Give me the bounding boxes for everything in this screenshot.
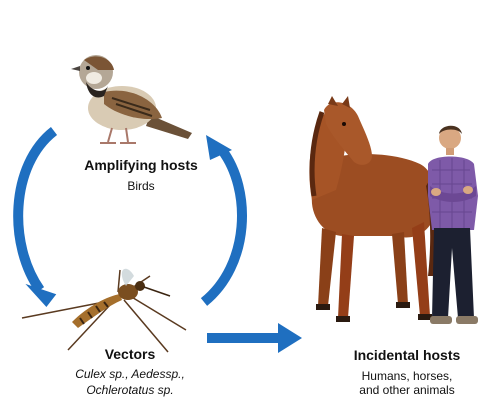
incidental-hosts-subtitle-line2: and other animals (332, 383, 482, 397)
arrow-vectors-to-incidental (207, 323, 302, 353)
incidental-hosts-title: Incidental hosts (332, 347, 482, 363)
vectors-subtitle-line2: Ochlerotatus sp. (40, 383, 220, 397)
amplifying-hosts-subtitle: Birds (59, 179, 223, 193)
incidental-hosts-subtitle-line1: Humans, horses, (332, 369, 482, 383)
mosquito-image (22, 269, 186, 352)
horse-image (309, 96, 439, 322)
arrow-birds-to-vectors (18, 131, 57, 308)
man-image (428, 126, 478, 324)
sparrow-image (71, 55, 192, 143)
amplifying-hosts-title: Amplifying hosts (59, 157, 223, 173)
vectors-title: Vectors (70, 346, 190, 362)
vectors-subtitle-line1: Culex sp., Aedessp., (40, 367, 220, 381)
